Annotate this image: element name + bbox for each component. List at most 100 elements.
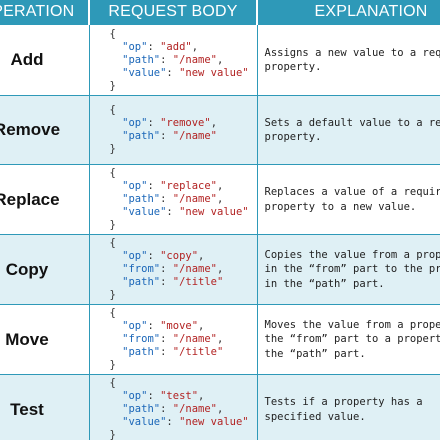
json-comma: , [198, 390, 205, 402]
header-request-body: REQUEST BODY [88, 0, 258, 25]
json-colon: : [166, 206, 180, 218]
json-comma: , [217, 193, 224, 205]
request-body-cell: { "op": "remove", "path": "/name" } [88, 95, 258, 165]
operation-name: Add [0, 24, 90, 96]
json-value: "test" [160, 390, 199, 402]
json-key: "value" [122, 66, 167, 79]
json-comma: , [217, 180, 224, 192]
json-code-block: { "op": "copy", "from": "/name", "path":… [90, 237, 257, 302]
json-code-block: { "op": "add", "path": "/name", "value":… [90, 28, 257, 93]
table-row: Remove{ "op": "remove", "path": "/name" … [0, 95, 440, 165]
table-header: OPERATION REQUEST BODY EXPLANATION [0, 0, 440, 25]
json-value: "/name" [172, 193, 218, 205]
json-comma: , [191, 40, 199, 53]
json-code-block: { "op": "test", "path": "/name", "value"… [90, 377, 257, 440]
table-row: Copy{ "op": "copy", "from": "/name", "pa… [0, 234, 440, 305]
json-code-block: { "op": "remove", "path": "/name" } [90, 104, 257, 156]
json-key: "op" [122, 250, 148, 262]
json-close-brace: } [109, 219, 116, 231]
json-value: "new value" [179, 206, 249, 218]
json-colon: : [147, 320, 161, 332]
json-key: "path" [122, 346, 161, 358]
json-value: "/name" [172, 333, 218, 345]
json-colon: : [147, 180, 161, 192]
header-row: OPERATION REQUEST BODY EXPLANATION [0, 0, 440, 25]
operation-name: Replace [0, 164, 90, 235]
json-value: "/title" [172, 346, 224, 358]
json-value: "remove" [160, 117, 211, 129]
json-key: "op" [122, 390, 148, 402]
json-comma: , [217, 333, 224, 345]
json-close-brace: } [109, 143, 116, 155]
json-key: "path" [122, 130, 161, 142]
json-colon: : [160, 53, 173, 66]
table-body: Add{ "op": "add", "path": "/name", "valu… [0, 24, 440, 440]
json-value: "/name" [172, 53, 218, 66]
json-close-brace: } [109, 289, 116, 301]
json-colon: : [160, 263, 173, 275]
explanation-text: Tests if a property has a specified valu… [256, 374, 440, 440]
json-colon: : [160, 403, 173, 415]
json-colon: : [160, 276, 173, 288]
header-operation: OPERATION [0, 0, 90, 25]
operation-name: Remove [0, 95, 90, 165]
explanation-text: Copies the value from a property in the … [256, 234, 440, 305]
explanation-text: Moves the value from a property in the “… [256, 304, 440, 375]
json-colon: : [160, 130, 173, 142]
json-key: "path" [122, 193, 161, 205]
json-value: "/name" [172, 403, 218, 415]
json-key: "value" [122, 206, 167, 218]
json-comma: , [210, 117, 218, 129]
json-open-brace: { [109, 167, 116, 179]
json-colon: : [147, 117, 161, 129]
operation-name: Copy [0, 234, 90, 305]
json-key: "path" [122, 403, 161, 415]
json-key: "op" [122, 320, 148, 332]
json-open-brace: { [109, 104, 116, 116]
explanation-text: Sets a default value to a required prope… [256, 95, 440, 165]
table-row: Test{ "op": "test", "path": "/name", "va… [0, 374, 440, 440]
json-open-brace: { [109, 27, 116, 40]
json-key: "op" [122, 117, 148, 129]
json-open-brace: { [109, 237, 116, 249]
json-key: "from" [122, 263, 161, 275]
request-body-cell: { "op": "test", "path": "/name", "value"… [88, 374, 258, 440]
json-code-block: { "op": "replace", "path": "/name", "val… [90, 167, 257, 232]
explanation-text: Replaces a value of a required property … [256, 164, 440, 235]
json-value: "add" [160, 40, 192, 53]
json-comma: , [217, 403, 224, 415]
json-comma: , [217, 53, 224, 66]
json-value: "copy" [160, 250, 199, 262]
table-row: Add{ "op": "add", "path": "/name", "valu… [0, 24, 440, 96]
json-comma: , [217, 263, 224, 275]
json-code-block: { "op": "move", "from": "/name", "path":… [90, 307, 257, 372]
json-close-brace: } [109, 79, 116, 92]
json-value: "/name" [172, 130, 218, 142]
request-body-cell: { "op": "replace", "path": "/name", "val… [88, 164, 258, 235]
request-body-cell: { "op": "move", "from": "/name", "path":… [88, 304, 258, 375]
json-colon: : [166, 416, 180, 428]
json-value: "/title" [172, 276, 224, 288]
json-colon: : [160, 333, 173, 345]
operation-name: Move [0, 304, 90, 375]
json-value: "new value" [179, 416, 249, 428]
table-row: Move{ "op": "move", "from": "/name", "pa… [0, 304, 440, 375]
json-key: "op" [122, 180, 148, 192]
request-body-cell: { "op": "copy", "from": "/name", "path":… [88, 234, 258, 305]
json-colon: : [147, 250, 161, 262]
json-value: "move" [160, 320, 199, 332]
json-close-brace: } [109, 429, 116, 440]
request-body-cell: { "op": "add", "path": "/name", "value":… [88, 24, 258, 96]
json-key: "path" [122, 53, 161, 66]
table-row: Replace{ "op": "replace", "path": "/name… [0, 164, 440, 235]
json-comma: , [198, 250, 205, 262]
header-explanation: EXPLANATION [256, 0, 440, 25]
json-key: "path" [122, 276, 161, 288]
json-comma: , [198, 320, 205, 332]
json-colon: : [160, 193, 173, 205]
json-key: "op" [122, 40, 148, 53]
json-key: "value" [122, 416, 167, 428]
json-colon: : [166, 66, 180, 79]
